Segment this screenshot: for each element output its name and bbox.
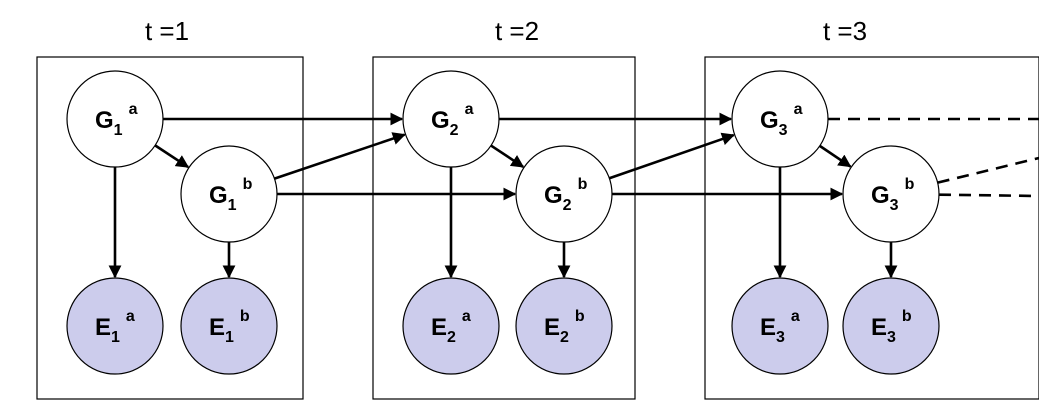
node-label-subscript: 3 [779, 122, 788, 139]
observed-node-circle [180, 277, 278, 375]
node-label: G1a [95, 101, 138, 139]
node-g-1-b: G1b [180, 145, 278, 243]
node-e-1-a: E1a [66, 277, 164, 375]
edge-3-ga-to-3-gb [819, 144, 852, 168]
node-g-2-a: G2a [402, 70, 500, 168]
node-label-base: G [209, 182, 228, 209]
observed-node-circle [515, 277, 613, 375]
node-e-3-b: E3b [842, 277, 940, 375]
node-label-subscript: 1 [225, 329, 234, 346]
node-label-subscript: 3 [887, 329, 896, 346]
node-e-2-b: E2b [515, 277, 613, 375]
edge-2-gb-to-3-ga [608, 132, 735, 180]
node-label-superscript: b [243, 176, 253, 193]
node-label: E3b [871, 308, 912, 346]
hidden-node-circle [66, 70, 164, 168]
observed-node-circle [66, 277, 164, 375]
node-label-base: E [431, 314, 447, 341]
hidden-node-circle [731, 70, 829, 168]
node-label-superscript: a [126, 308, 135, 325]
node-label: E1a [95, 308, 135, 346]
node-label: E2a [431, 308, 471, 346]
node-label-base: E [871, 314, 887, 341]
node-label-subscript: 1 [114, 122, 123, 139]
node-label-subscript: 1 [111, 329, 120, 346]
node-label-base: E [544, 314, 560, 341]
hidden-node-circle [842, 145, 940, 243]
edge-1-gb-to-2-ga [274, 132, 406, 180]
node-label-base: G [431, 107, 450, 134]
node-label-superscript: b [905, 176, 915, 193]
node-label: G3b [871, 176, 915, 214]
node-label-base: E [209, 314, 225, 341]
node-label: G2b [544, 176, 588, 214]
node-g-3-b: G3b [842, 145, 940, 243]
node-label-subscript: 1 [228, 197, 237, 214]
node-label-base: E [95, 314, 111, 341]
hidden-node-circle [180, 145, 278, 243]
node-label-base: G [760, 107, 779, 134]
node-label-base: E [760, 314, 776, 341]
node-label-superscript: b [902, 308, 912, 325]
node-label-subscript: 3 [776, 329, 785, 346]
continuation-edge-2 [937, 156, 1039, 184]
node-label-superscript: a [791, 308, 800, 325]
time-slice-label-2: t =2 [495, 16, 539, 46]
continuation-edge-3 [938, 193, 1039, 198]
hidden-node-circle [402, 70, 500, 168]
observed-node-circle [842, 277, 940, 375]
node-label-superscript: a [462, 308, 471, 325]
node-label-superscript: b [578, 176, 588, 193]
node-e-1-b: E1b [180, 277, 278, 375]
node-label-base: G [544, 182, 563, 209]
node-label-superscript: a [465, 101, 474, 118]
node-g-1-a: G1a [66, 70, 164, 168]
node-label: E2b [544, 308, 585, 346]
node-label-superscript: a [129, 101, 138, 118]
node-label: G1b [209, 176, 253, 214]
node-g-3-a: G3a [731, 70, 829, 168]
node-label: E3a [760, 308, 800, 346]
node-label-subscript: 3 [890, 197, 899, 214]
node-label-subscript: 2 [560, 329, 569, 346]
node-label-superscript: a [794, 101, 803, 118]
node-e-3-a: E3a [731, 277, 829, 375]
node-label-subscript: 2 [563, 197, 572, 214]
observed-node-circle [731, 277, 829, 375]
node-label-base: G [95, 107, 114, 134]
edge-1-ga-to-1-gb [154, 144, 190, 169]
node-label-superscript: b [575, 308, 585, 325]
node-label: G3a [760, 101, 803, 139]
node-e-2-a: E2a [402, 277, 500, 375]
hidden-node-circle [515, 145, 613, 243]
edge-2-ga-to-2-gb [490, 144, 525, 168]
observed-node-circle [402, 277, 500, 375]
node-g-2-b: G2b [515, 145, 613, 243]
edges [108, 112, 1039, 279]
node-label-subscript: 2 [450, 122, 459, 139]
node-label-subscript: 2 [447, 329, 456, 346]
node-label: E1b [209, 308, 250, 346]
node-label: G2a [431, 101, 474, 139]
node-label-base: G [871, 182, 890, 209]
node-label-superscript: b [240, 308, 250, 325]
time-slice-label-1: t =1 [145, 16, 189, 46]
time-slice-label-3: t =3 [823, 16, 867, 46]
